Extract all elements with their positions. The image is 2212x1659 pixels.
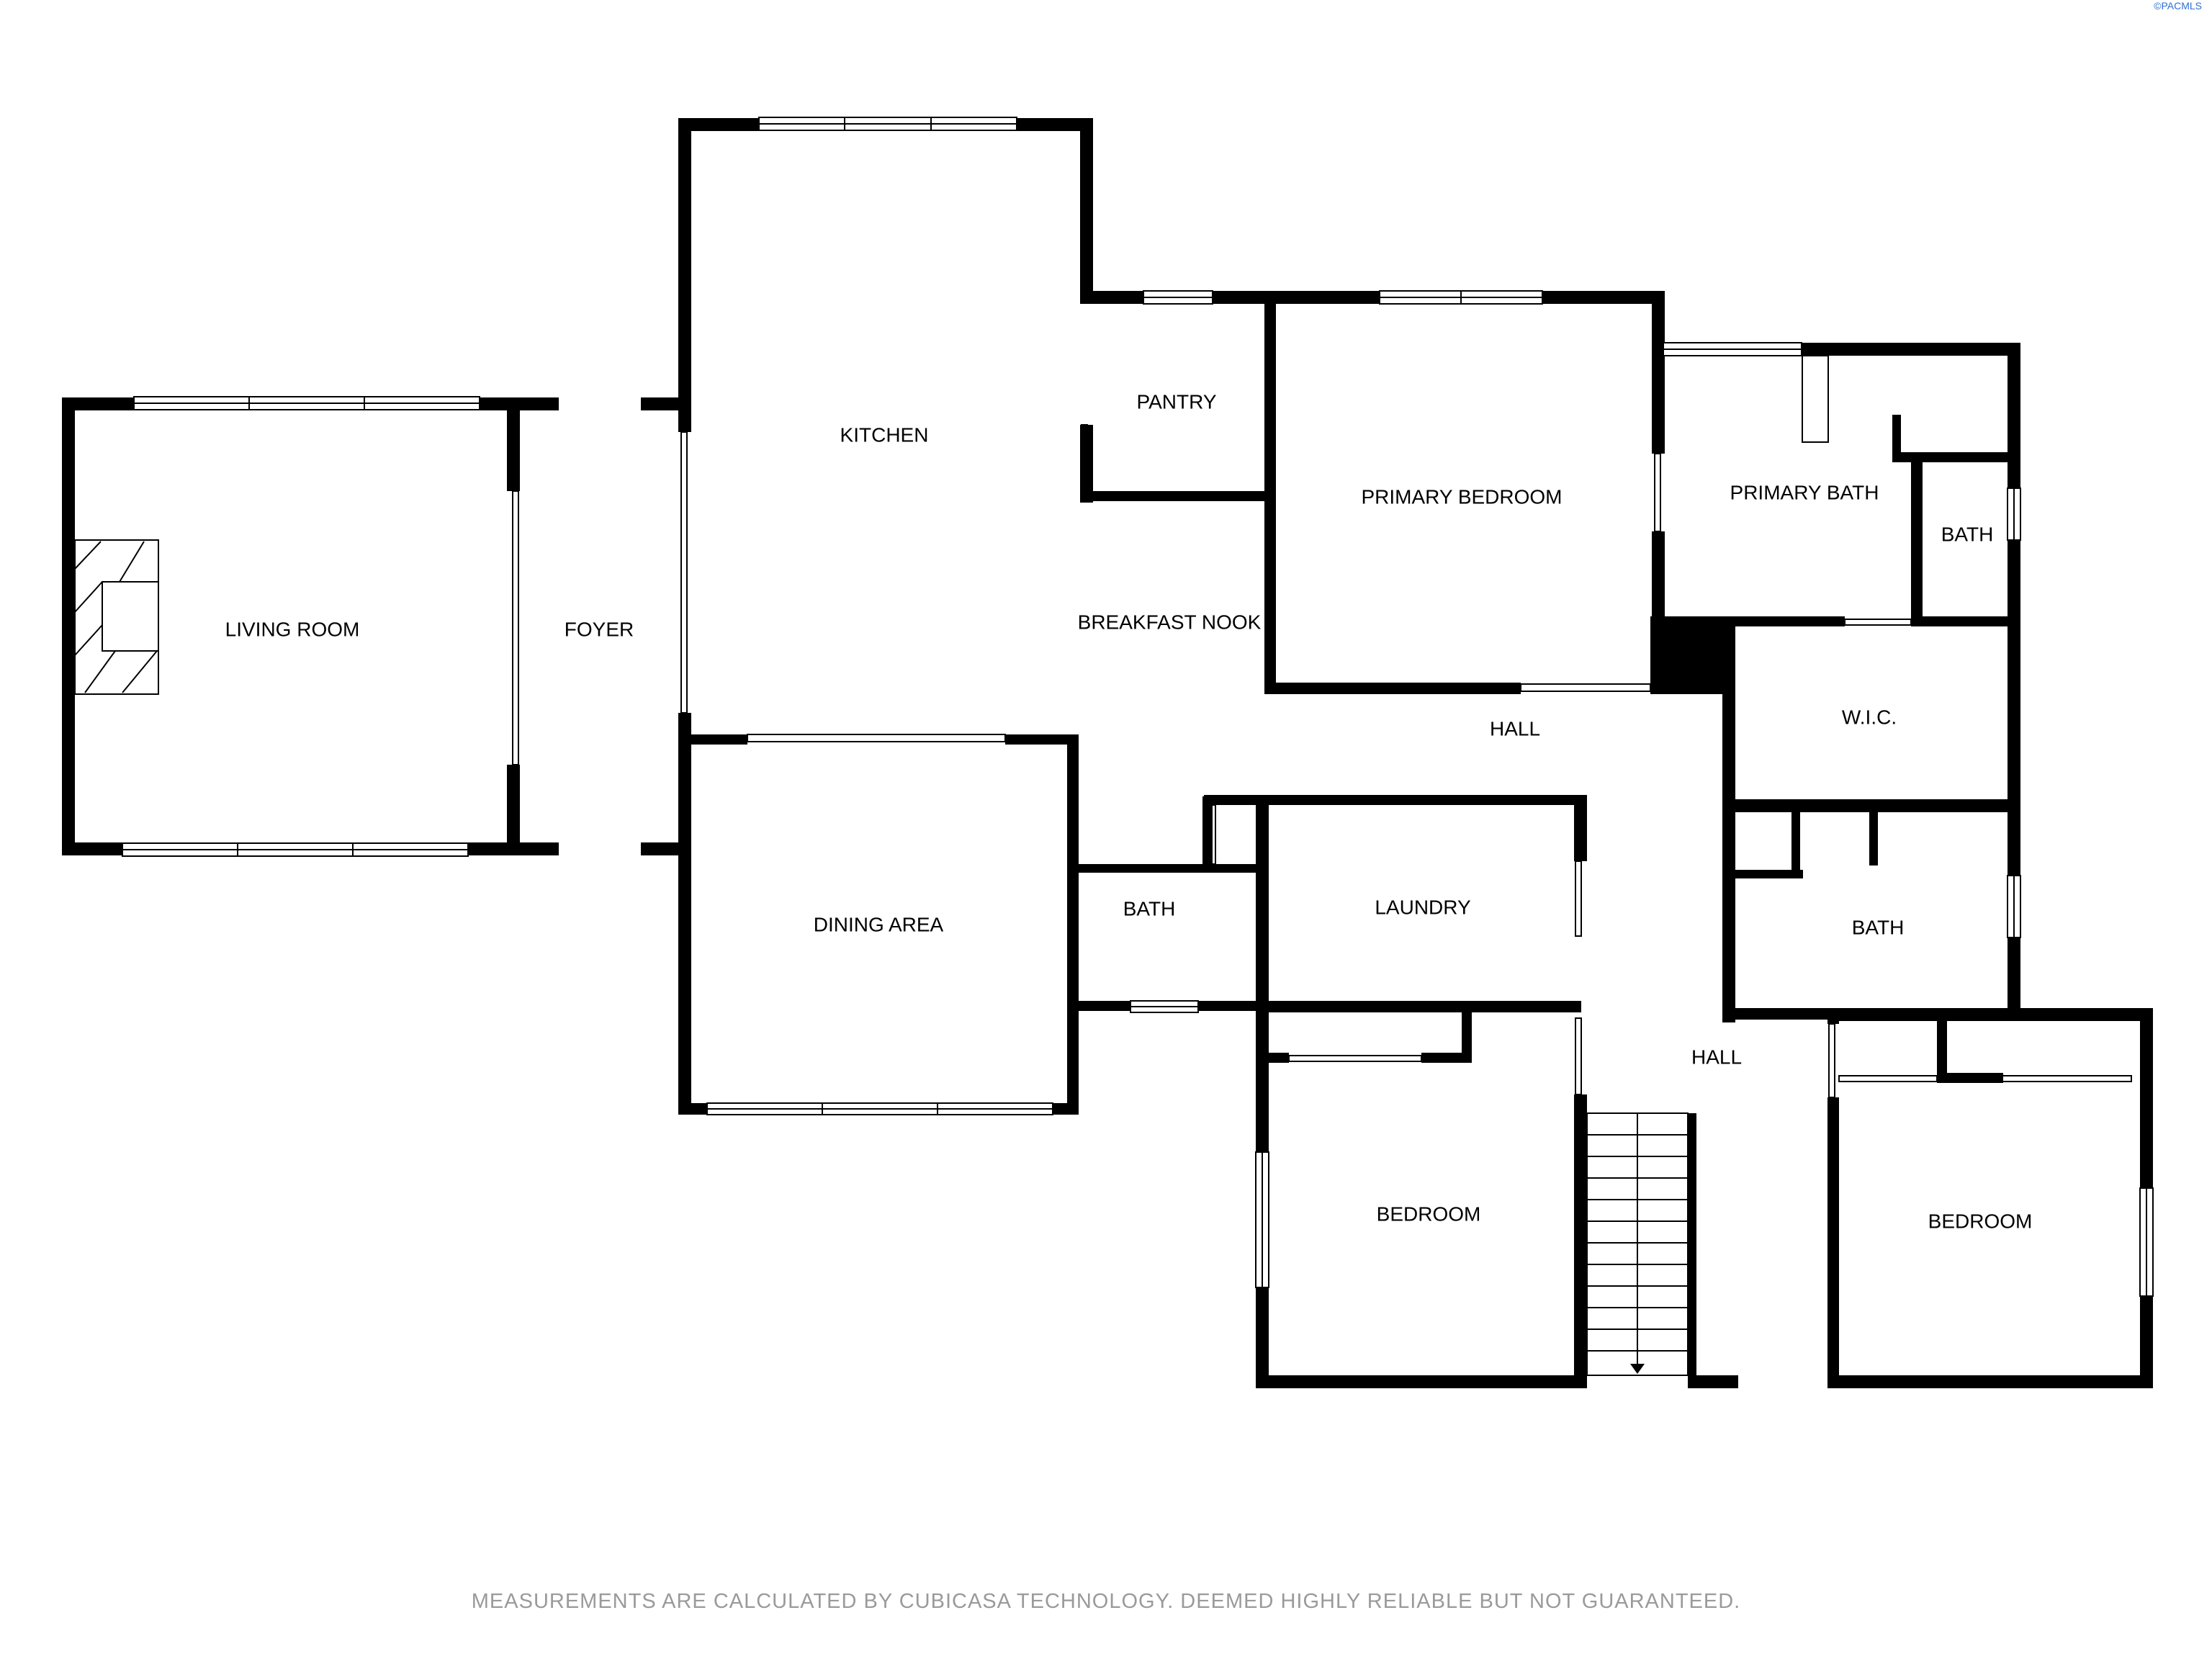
label-foyer: FOYER [565,618,634,640]
label-primary-bedroom: PRIMARY BEDROOM [1361,485,1562,508]
label-hall-lower: HALL [1691,1046,1742,1068]
label-hall-upper: HALL [1490,717,1540,739]
stairs [1586,1112,1689,1376]
walls [62,118,2153,1388]
label-laundry: LAUNDRY [1375,896,1471,918]
label-primary-bath: PRIMARY BATH [1730,481,1879,503]
label-bedroom-left: BEDROOM [1377,1202,1481,1225]
label-bedroom-right: BEDROOM [1928,1210,2033,1232]
label-bath-right: BATH [1852,916,1905,938]
label-pantry: PANTRY [1137,390,1217,413]
room-labels: LIVING ROOM FOYER KITCHEN PANTRY PRIMARY… [225,390,2033,1232]
fireplace [74,539,159,695]
measurement-disclaimer: MEASUREMENTS ARE CALCULATED BY CUBICASA … [471,1590,1741,1613]
windows [122,117,2154,1297]
interior-openings [512,355,2132,1098]
stair-direction-arrow-icon [1630,1364,1645,1374]
label-bath-primary-side: BATH [1941,523,1994,545]
label-dining-area: DINING AREA [814,913,944,935]
label-breakfast-nook: BREAKFAST NOOK [1078,611,1262,633]
label-living-room: LIVING ROOM [225,618,360,640]
copyright-mark: ©PACMLS [2154,0,2202,12]
label-bath-small: BATH [1123,897,1176,920]
label-kitchen: KITCHEN [840,423,929,446]
label-wic: W.I.C. [1842,706,1897,728]
